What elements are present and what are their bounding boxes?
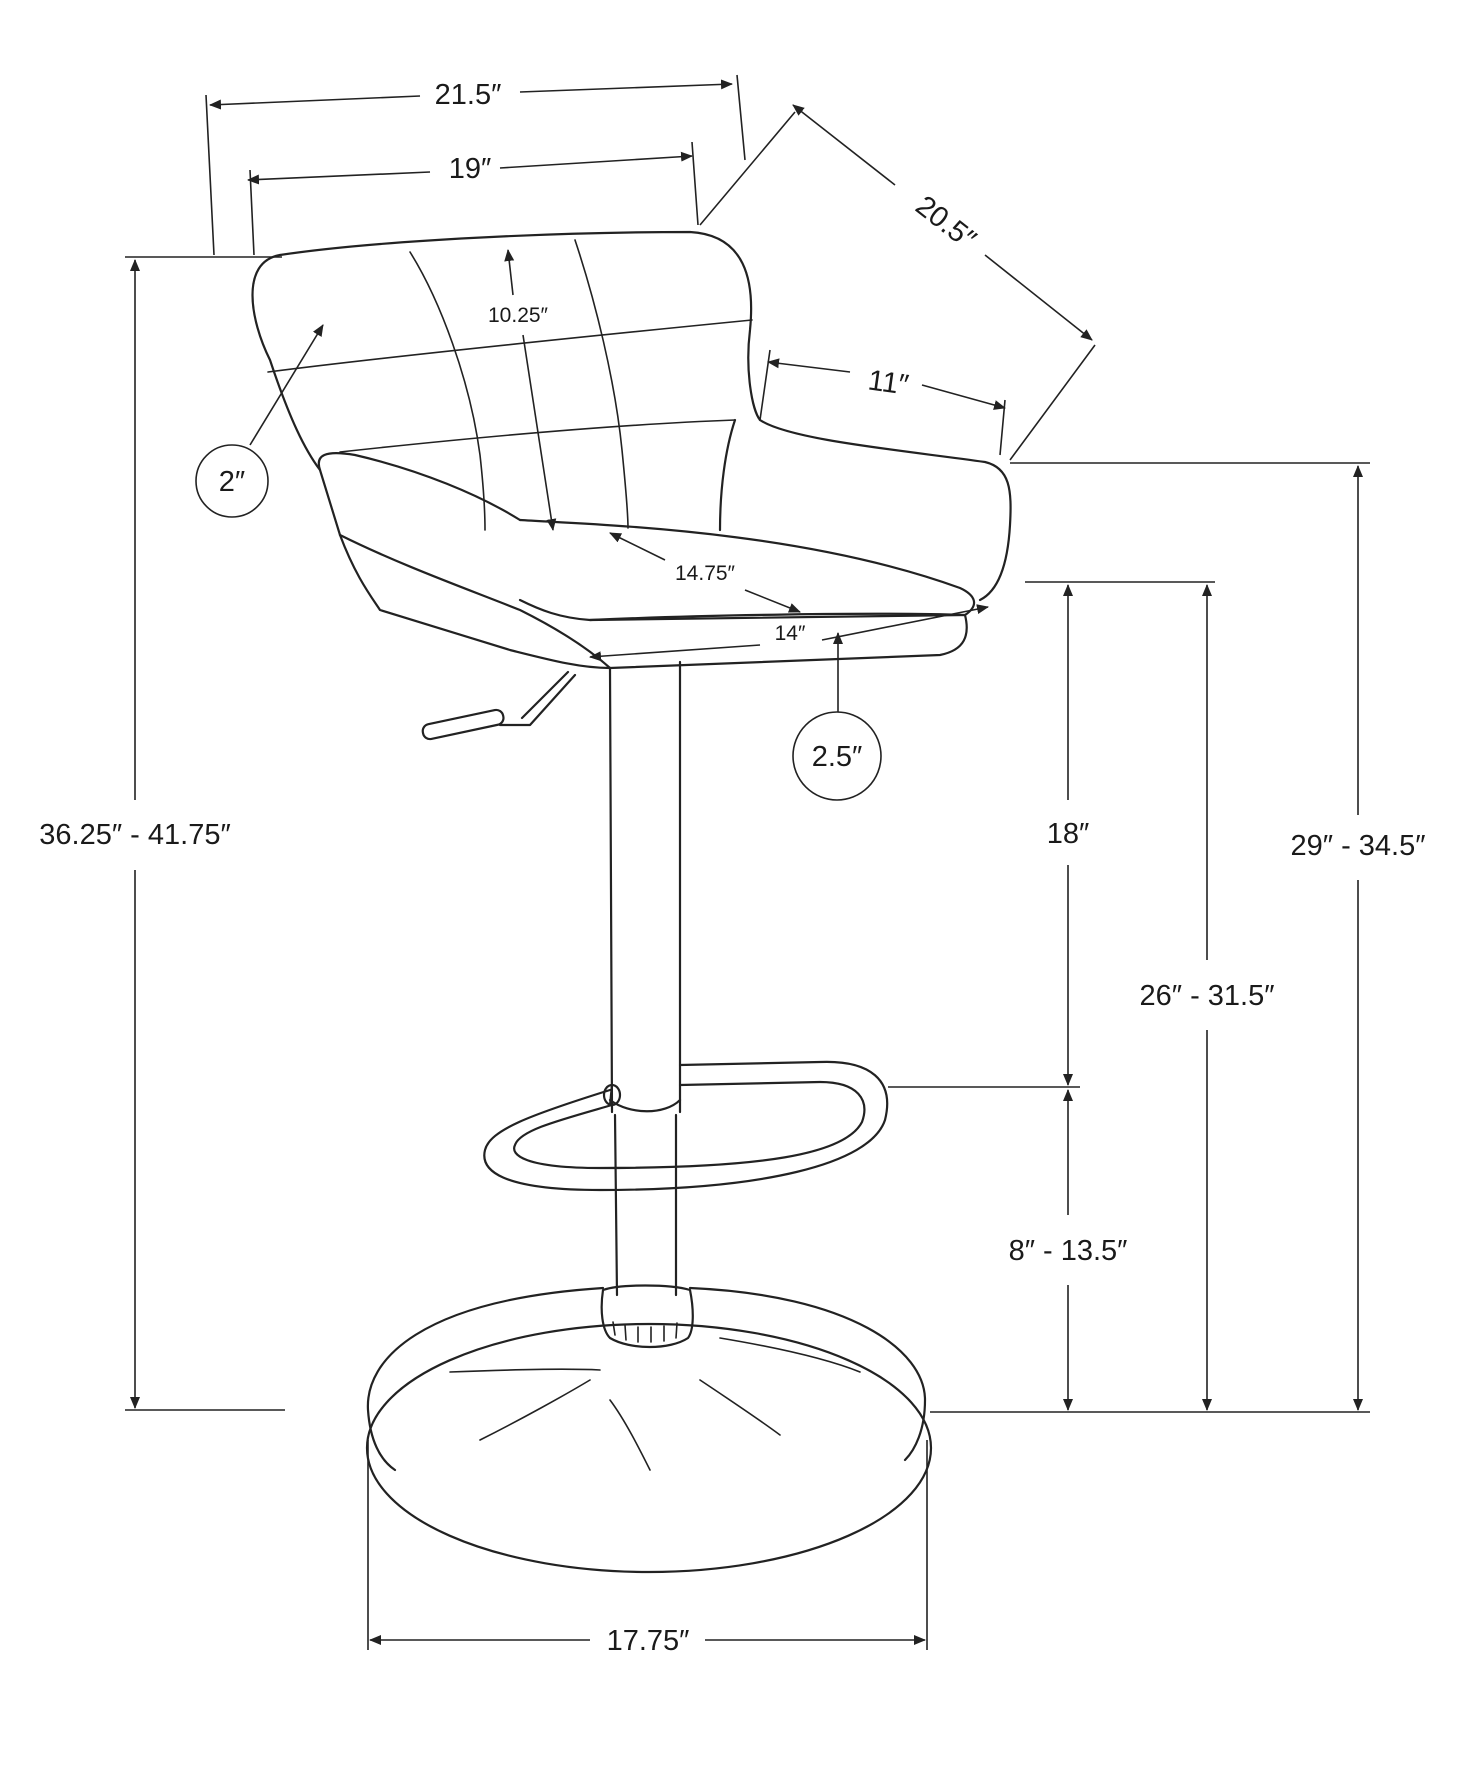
dim-line-seat-width	[589, 644, 761, 662]
callout-circle-seat-thickness	[792, 711, 882, 801]
backrest-outline	[251, 253, 612, 670]
nut-ridges	[612, 1321, 678, 1343]
gas-lever	[498, 670, 577, 727]
label-seat-thickness: 2.5″	[812, 741, 863, 773]
armrest-inner	[718, 418, 737, 532]
label-back-thickness: 2″	[219, 466, 245, 498]
dimension-labels: 21.5″ 19″ 20.5″ 11″ 10.25″ 14.75″ 14″ 2″…	[39, 79, 1425, 1657]
cylinder-nut	[600, 1284, 694, 1349]
base-spoke	[699, 1379, 781, 1436]
base-top-right	[688, 1286, 927, 1462]
shell-inner-edge	[317, 452, 522, 522]
dimension-lines	[125, 74, 1370, 1650]
ext-line	[205, 74, 746, 256]
footrest-ring	[483, 1060, 889, 1192]
ext-line	[930, 462, 1370, 1413]
dim-line-back-width	[499, 151, 693, 169]
footrest-ring-inner	[513, 1080, 866, 1170]
base-spoke	[479, 1379, 591, 1441]
column-lower	[613, 1113, 678, 1297]
label-back-height: 10.25″	[488, 304, 549, 327]
tuft-seam	[339, 419, 736, 453]
label-overall-width: 21.5″	[435, 79, 502, 111]
footrest-stub	[608, 1083, 614, 1107]
tuft-seam	[409, 251, 486, 531]
dim-line-overall-width	[519, 79, 733, 93]
dim-line-armrest	[767, 358, 851, 373]
label-footrest-height: 8″ - 13.5″	[1009, 1235, 1128, 1267]
label-armrest-length: 11″	[866, 364, 910, 401]
tuft-seam	[574, 239, 629, 529]
dim-line-seat-width	[821, 604, 989, 641]
callout-leader-back-thickness	[249, 324, 324, 446]
dim-line-depth	[792, 104, 896, 186]
footrest-joint	[602, 1083, 622, 1107]
seat-front-panel	[588, 612, 968, 670]
column-upper	[608, 660, 682, 1114]
base-spoke	[449, 1368, 601, 1373]
label-seat-width: 14″	[775, 622, 806, 645]
base-rim	[365, 1322, 933, 1574]
base-spoke	[609, 1399, 651, 1471]
ext-line	[367, 1440, 928, 1650]
ext-line	[125, 256, 285, 1411]
base-spoke	[719, 1337, 861, 1373]
dim-line-back-height	[522, 334, 557, 531]
stool-drawing	[251, 230, 1012, 1574]
tuft-seam	[267, 319, 753, 373]
base-top	[366, 1286, 605, 1472]
label-seat-height: 26″ - 31.5″	[1139, 980, 1274, 1012]
lever-handle	[421, 708, 505, 741]
dim-line-back-width	[247, 171, 431, 185]
label-seat-to-footrest: 18″	[1047, 818, 1090, 850]
label-overall-height: 36.25″ - 41.75″	[39, 819, 230, 851]
shell-front-edge	[338, 533, 612, 670]
backrest-top	[278, 230, 762, 422]
column-collar	[608, 1098, 682, 1113]
callout-circle-back-thickness	[195, 444, 269, 518]
label-back-width: 19″	[449, 153, 492, 185]
label-seat-depth: 14.75″	[675, 562, 736, 585]
dim-line-back-height	[504, 249, 515, 296]
label-base-diameter: 17.75″	[607, 1625, 690, 1657]
label-arm-height: 29″ - 34.5″	[1290, 830, 1425, 862]
seat-cushion	[518, 518, 976, 622]
label-depth: 20.5″	[909, 190, 981, 256]
dim-line-armrest	[921, 384, 1006, 410]
dim-line-overall-width	[209, 95, 421, 110]
ext-line	[699, 111, 1096, 461]
dim-line-seat-depth	[744, 589, 801, 613]
dim-line-seat-depth	[609, 532, 666, 561]
armrest	[758, 418, 1012, 602]
dim-line-depth	[984, 254, 1093, 341]
